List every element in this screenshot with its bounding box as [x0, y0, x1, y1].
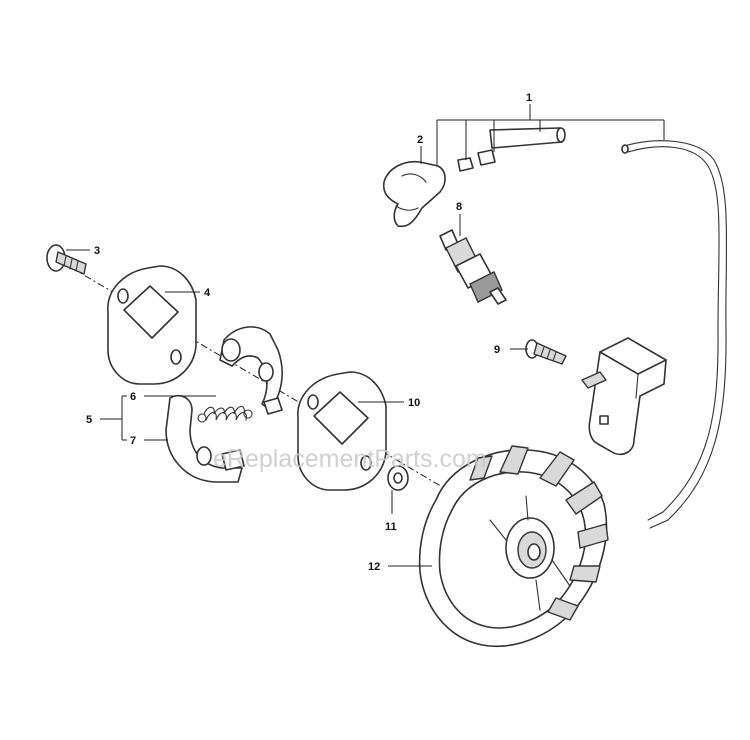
callout-11: 11: [385, 521, 397, 533]
part-clutch-shoe-lower: [165, 394, 245, 483]
callout-leaders: [66, 104, 665, 567]
callout-10: 10: [408, 397, 420, 409]
callout-5: 5: [86, 414, 92, 426]
part-clutch-bolt: [46, 244, 87, 275]
callout-12: 12: [368, 561, 380, 573]
part-washer: [387, 465, 409, 491]
callout-4: 4: [204, 287, 211, 299]
callout-7: 7: [130, 435, 136, 447]
part-ignition-lead: [457, 127, 728, 529]
callout-3: 3: [94, 245, 100, 257]
callout-2: 2: [417, 134, 423, 146]
callout-9: 9: [494, 344, 500, 356]
callout-1: 1: [526, 92, 532, 104]
part-spark-plug: [439, 229, 507, 305]
callout-6: 6: [130, 391, 136, 403]
callout-8: 8: [456, 201, 462, 213]
part-clutch-plate-front: [107, 265, 197, 385]
part-flywheel: [418, 445, 609, 648]
watermark-text: eReplacementParts.com: [213, 445, 487, 473]
part-ignition-module: [581, 337, 667, 456]
part-clutch-spring: [197, 405, 253, 423]
part-clutch-shoe-upper: [219, 326, 283, 415]
part-spark-plug-cap: [382, 160, 446, 228]
part-screw-coil: [525, 339, 567, 365]
